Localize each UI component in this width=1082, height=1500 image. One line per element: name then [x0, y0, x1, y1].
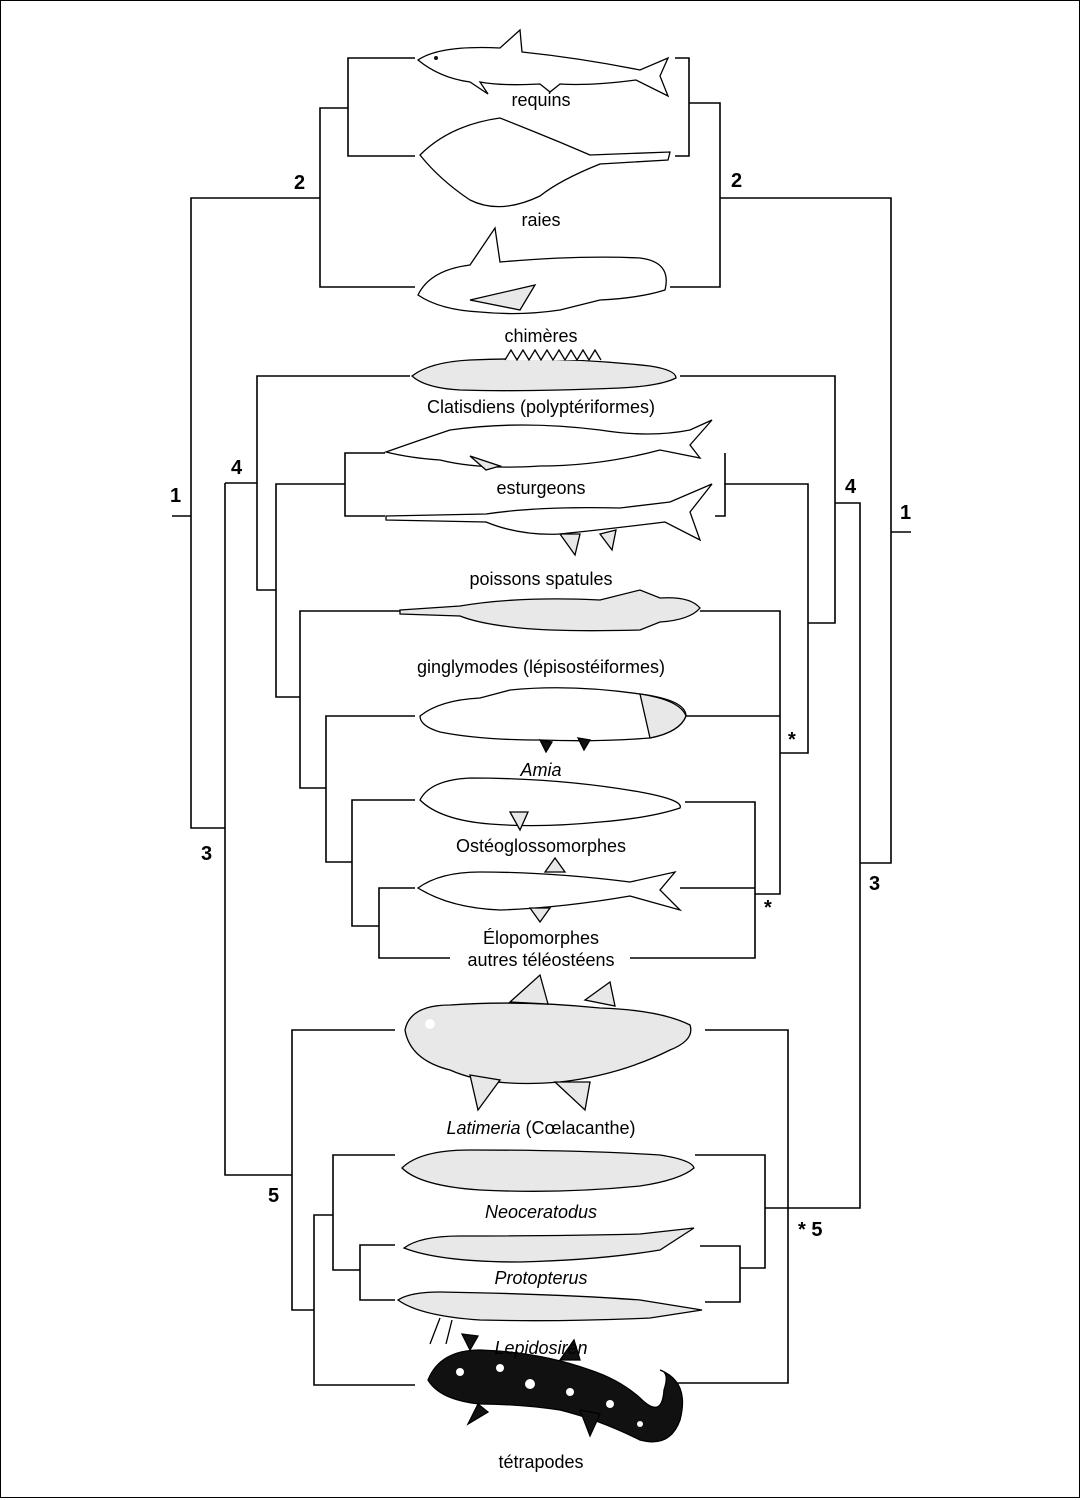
label-requins: requins [511, 90, 570, 110]
label-ginglymodes: ginglymodes (lépisostéiformes) [417, 657, 665, 677]
node-3-left: 3 [201, 843, 212, 865]
label-chimeres: chimères [504, 326, 577, 346]
chimaera-illustration [417, 226, 667, 315]
right-tree [630, 57, 911, 1384]
star-amia: * [788, 729, 796, 751]
node-5-right-star: * 5 [798, 1219, 822, 1241]
node-4-left: 4 [231, 457, 243, 479]
left-tree [172, 57, 450, 1386]
label-elopomorphes: Élopomorphes [483, 928, 599, 948]
label-autres-teleosteens: autres téléostéens [467, 950, 614, 970]
label-latimeria: Latimeria (Cœlacanthe) [446, 1118, 635, 1138]
star-elopomorphes: * [764, 897, 772, 919]
label-osteoglossomorphes: Ostéoglossomorphes [456, 836, 626, 856]
label-latimeria-common: (Cœlacanthe) [521, 1118, 636, 1138]
sturgeon-illustration [383, 419, 713, 471]
label-protopterus: Protopterus [494, 1268, 587, 1288]
protopterus-illustration [402, 1227, 695, 1263]
label-poissons-spatules: poissons spatules [469, 569, 612, 589]
node-1-left: 1 [170, 485, 181, 507]
node-5-left: 5 [268, 1185, 279, 1207]
label-clatisdiens: Clatisdiens (polyptériformes) [427, 397, 655, 417]
label-lepidosiren: Lepidosiren [494, 1338, 587, 1358]
ray-illustration [419, 117, 671, 208]
label-raies: raies [521, 210, 560, 230]
node-3-right: 3 [869, 873, 880, 895]
label-latimeria-genus: Latimeria [446, 1118, 520, 1138]
polypterus-illustration [410, 348, 677, 392]
latimeria-illustration [404, 973, 692, 1112]
node-2-right: 2 [731, 170, 742, 192]
shark-illustration [416, 28, 670, 98]
label-amia: Amia [519, 760, 561, 780]
osteoglossum-illustration [419, 777, 681, 832]
amia-illustration [419, 687, 687, 754]
node-1-right: 1 [900, 502, 911, 524]
label-esturgeons: esturgeons [496, 478, 585, 498]
node-2-left: 2 [294, 172, 305, 194]
paddlefish-illustration [385, 483, 713, 557]
label-neoceratodus: Neoceratodus [485, 1202, 597, 1222]
node-4-right: 4 [845, 476, 857, 498]
label-tetrapodes: tétrapodes [498, 1452, 583, 1472]
salamander-illustration [427, 1333, 684, 1443]
elops-illustration [416, 856, 683, 924]
gar-illustration [399, 589, 701, 632]
neoceratodus-illustration [401, 1149, 695, 1192]
lepidosiren-illustration [396, 1291, 703, 1345]
